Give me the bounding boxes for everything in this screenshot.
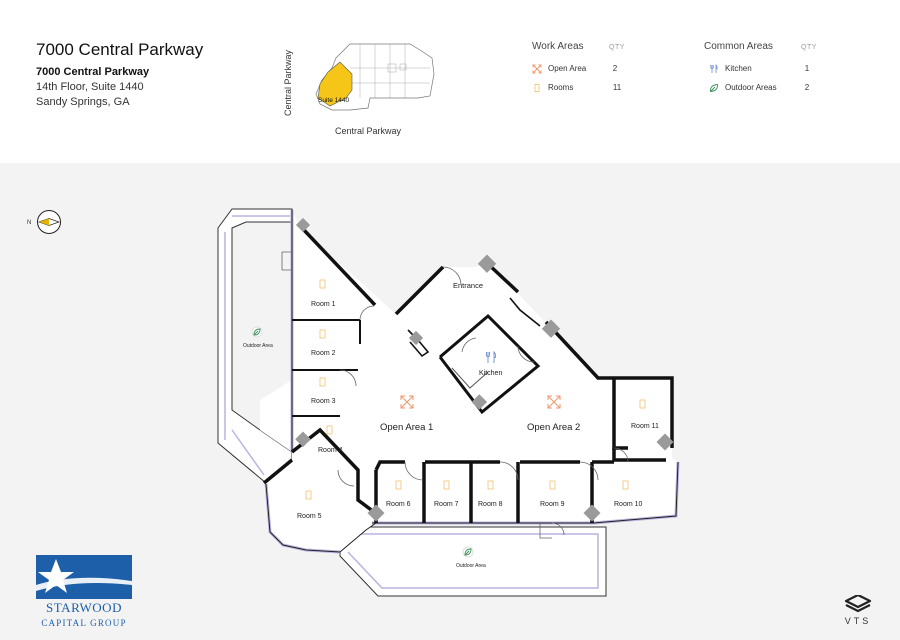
legend-common-heading: Common Areas xyxy=(704,41,773,52)
legend-open-area-label: Open Area xyxy=(548,64,587,73)
key-plan: Suite 1440 Central Parkway Central Parkw… xyxy=(283,43,435,136)
compass-north-label: N xyxy=(27,220,31,226)
label-room-7: Room 7 xyxy=(434,501,459,508)
page-title: 7000 Central Parkway xyxy=(36,40,204,59)
legend-work-qty-header: QTY xyxy=(609,44,625,51)
room-icons xyxy=(305,279,646,500)
label-open-area-1: Open Area 1 xyxy=(380,422,433,433)
starwood-logo xyxy=(36,555,132,599)
vts-label: VTS xyxy=(844,616,872,626)
label-room-4: Room 4 xyxy=(318,447,343,454)
label-room-11: Room 11 xyxy=(631,423,659,430)
legend-kitchen-qty: 1 xyxy=(804,64,810,73)
legend-kitchen-label: Kitchen xyxy=(725,64,752,73)
open-area-icons xyxy=(400,395,561,409)
label-room-9: Room 9 xyxy=(540,501,565,508)
compass xyxy=(37,210,61,234)
kitchen-fork-knife-icon xyxy=(486,350,496,363)
vts-logo-icon xyxy=(844,595,872,613)
outdoor-area-south xyxy=(339,526,607,597)
key-plan-street-horizontal: Central Parkway xyxy=(335,126,402,136)
label-outdoor-south: Outdoor Area xyxy=(456,563,486,569)
floor-plan-area: N xyxy=(0,163,900,640)
fork-knife-icon xyxy=(710,64,718,73)
legend-common-qty-header: QTY xyxy=(801,44,817,51)
header: 7000 Central Parkway 7000 Central Parkwa… xyxy=(0,0,900,163)
label-entrance: Entrance xyxy=(453,281,483,290)
address-line-1: 7000 Central Parkway xyxy=(36,66,150,78)
outdoor-leaf-icons xyxy=(251,326,474,558)
address-line-3: Sandy Springs, GA xyxy=(36,96,130,108)
logo-subline: CAPITAL GROUP xyxy=(41,618,127,628)
logo-wordmark: STARWOOD xyxy=(46,600,122,615)
legend-outdoor-label: Outdoor Areas xyxy=(725,83,777,92)
kitchen-walls xyxy=(438,313,541,415)
label-room-2: Room 2 xyxy=(311,350,336,357)
label-room-1: Room 1 xyxy=(311,301,336,308)
doors xyxy=(281,251,629,539)
legend-open-area-qty: 2 xyxy=(612,64,618,73)
label-room-3: Room 3 xyxy=(311,398,336,405)
door-icon xyxy=(534,84,540,92)
floor-plan: N xyxy=(27,208,680,597)
label-open-area-2: Open Area 2 xyxy=(527,422,580,433)
address-line-2: 14th Floor, Suite 1440 xyxy=(36,81,144,93)
columns xyxy=(295,217,674,522)
legend-rooms-qty: 11 xyxy=(612,83,622,92)
label-room-6: Room 6 xyxy=(386,501,411,508)
label-kitchen: Kitchen xyxy=(479,370,502,377)
label-room-8: Room 8 xyxy=(478,501,503,508)
legend-work-heading: Work Areas xyxy=(532,41,584,52)
walls xyxy=(262,227,674,523)
label-outdoor-west: Outdoor Area xyxy=(243,343,273,349)
label-room-10: Room 10 xyxy=(614,501,643,508)
key-plan-street-vertical: Central Parkway xyxy=(283,49,293,116)
key-plan-suite-label: Suite 1440 xyxy=(318,97,349,104)
label-room-5: Room 5 xyxy=(297,513,322,520)
expand-arrows-icon xyxy=(532,64,542,74)
leaf-icon xyxy=(710,84,718,92)
legend-outdoor-qty: 2 xyxy=(804,83,810,92)
legend-rooms-label: Rooms xyxy=(548,83,574,92)
